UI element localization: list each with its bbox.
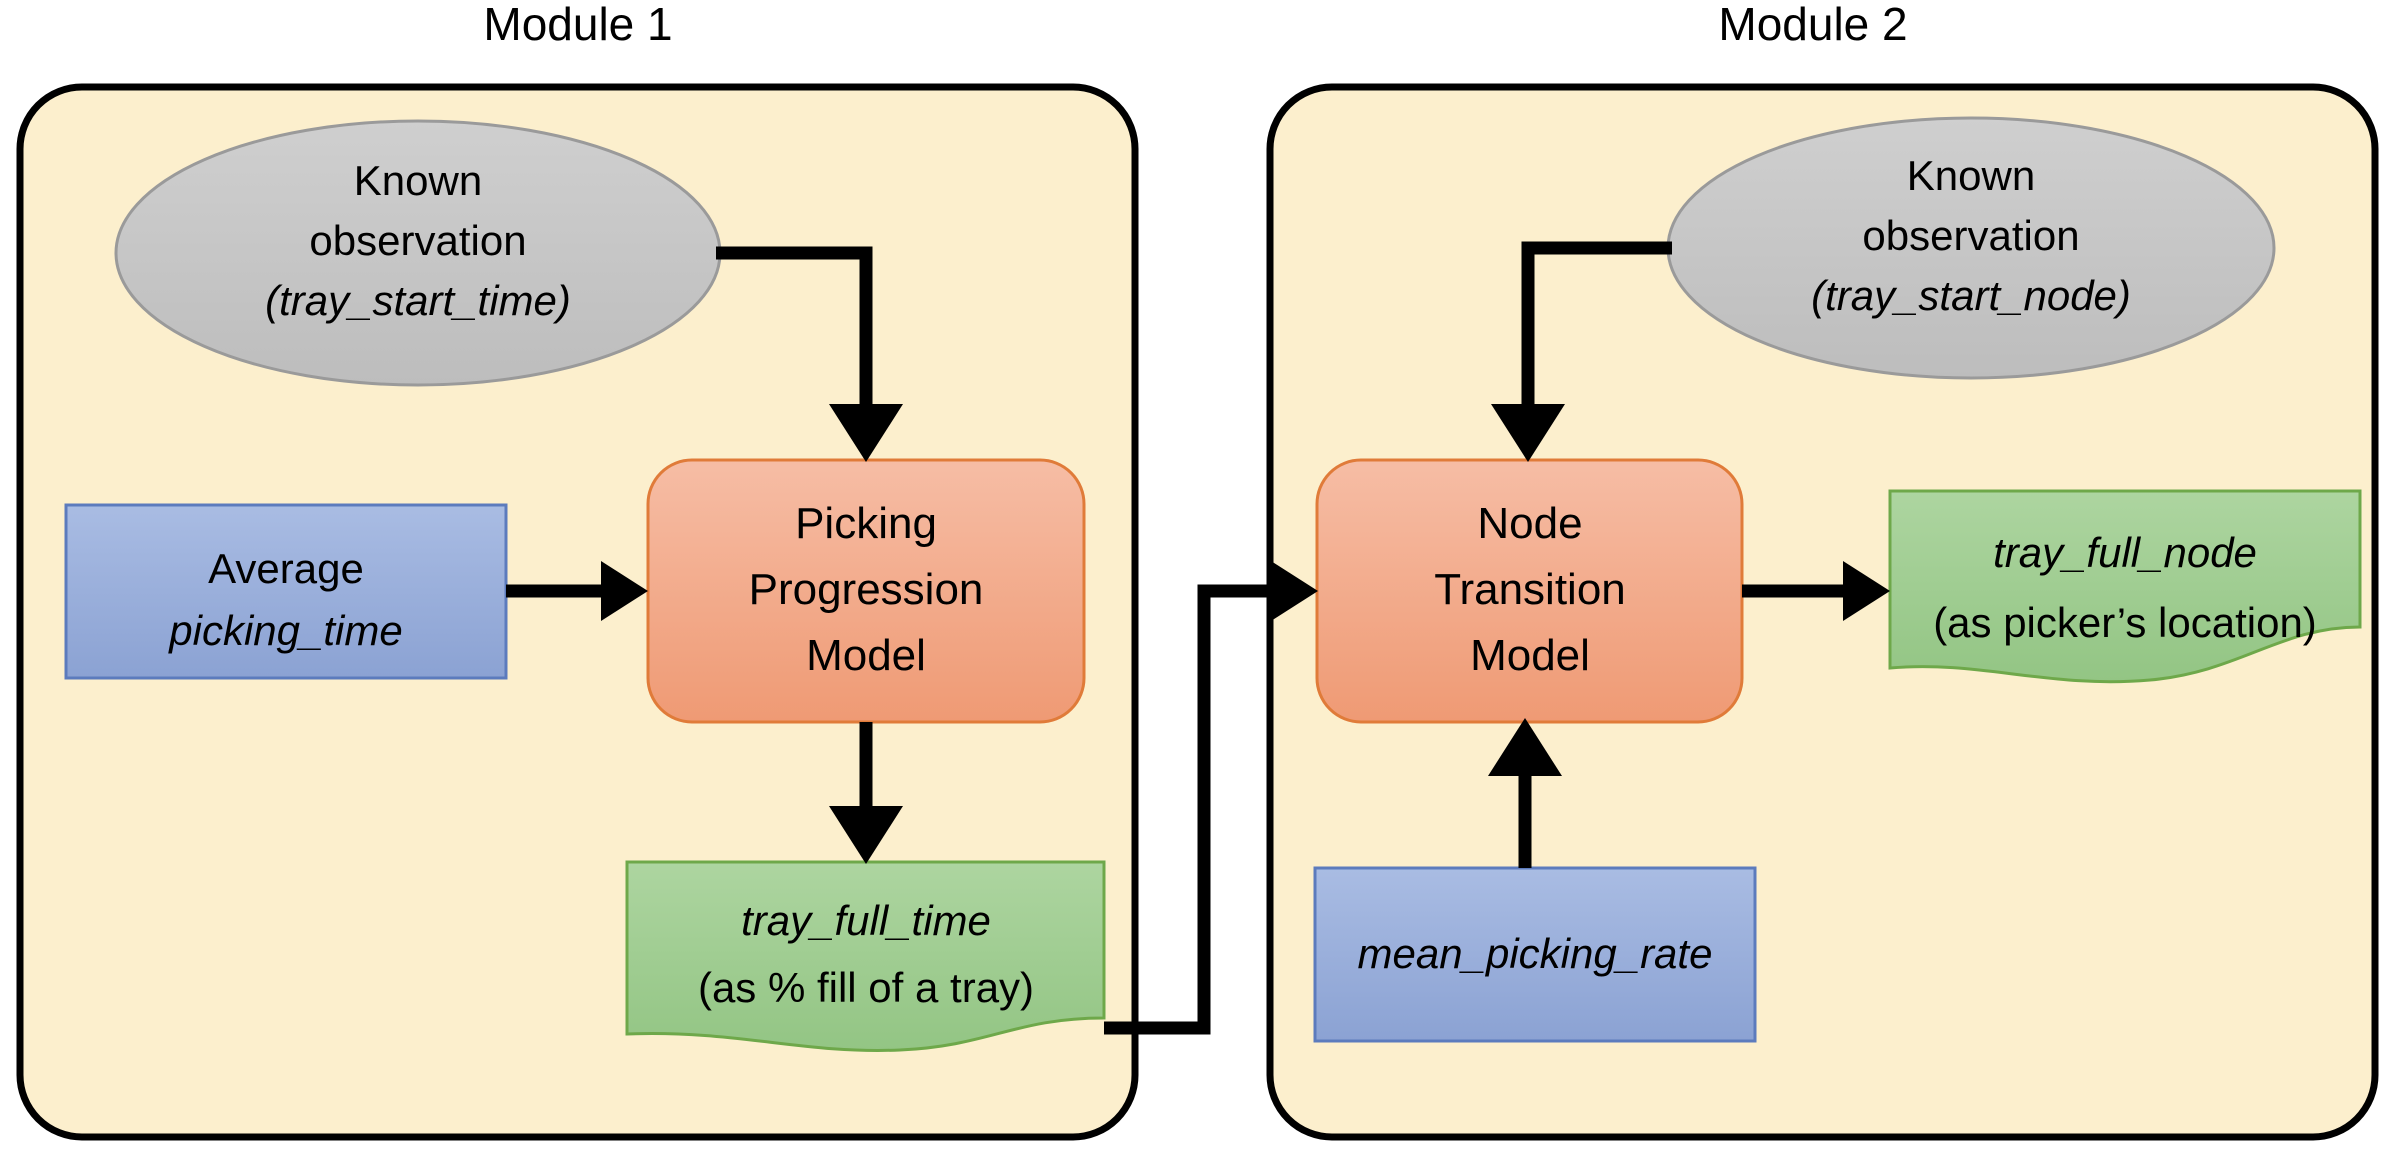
input-line-1: mean_picking_rate <box>1358 930 1713 977</box>
arrow-head <box>829 404 903 462</box>
model-line-2: Progression <box>749 565 984 614</box>
known-observation-line-3: (tray_start_time) <box>265 277 571 324</box>
module-2-output-node[interactable]: tray_full_node (as picker’s location) <box>1888 489 2362 684</box>
arrow-m2-observation-to-model <box>1491 241 1672 462</box>
module-1-input-node[interactable]: Average picking_time <box>64 503 508 680</box>
known-observation-line-1: Known <box>354 157 482 204</box>
module-2-title: Module 2 <box>1718 0 1907 50</box>
arrow-m2-input-to-model <box>1488 718 1562 868</box>
arrow-head <box>601 561 648 621</box>
tray-full-time-document <box>625 860 1106 1052</box>
average-picking-time-box <box>64 503 508 680</box>
model-line-2: Transition <box>1434 565 1626 614</box>
arrow-line <box>1104 584 1280 1035</box>
arrow-head <box>829 806 903 864</box>
tray-full-node-document <box>1888 489 2362 684</box>
mean-picking-rate-box <box>1313 866 1757 1043</box>
arrow-head <box>1488 718 1562 776</box>
arrow-head <box>1271 561 1318 621</box>
arrow-line <box>716 246 873 426</box>
model-line-1: Node <box>1477 499 1582 548</box>
model-line-1: Picking <box>795 499 937 548</box>
module-2-known-observation-node[interactable]: Known observation (tray_start_node) <box>1666 116 2276 380</box>
module-2-group: Module 2 Known observation (tray_start_n… <box>1266 0 2379 1141</box>
known-observation-line-1: Known <box>1907 152 2035 199</box>
arrow-m1-observation-to-model <box>716 246 903 462</box>
arrow-head <box>1843 561 1890 621</box>
output-line-1: tray_full_node <box>1993 529 2257 576</box>
arrow-m1-model-to-output <box>829 722 903 864</box>
input-line-2: picking_time <box>167 607 402 654</box>
arrow-line <box>1521 241 1672 426</box>
module-2-model-node[interactable]: Node Transition Model <box>1315 458 1744 724</box>
known-observation-line-2: observation <box>309 217 526 264</box>
model-line-3: Model <box>806 631 926 680</box>
module-1-group: Module 1 Known observation (tray_start_t… <box>16 0 1139 1141</box>
arrow-head <box>1491 404 1565 462</box>
arrow-m1-input-to-model <box>506 561 648 621</box>
arrow-m2-model-to-output <box>1742 561 1890 621</box>
output-line-2: (as picker’s location) <box>1933 599 2317 646</box>
module-1-output-node[interactable]: tray_full_time (as % fill of a tray) <box>625 860 1106 1052</box>
output-line-1: tray_full_time <box>741 897 991 944</box>
output-line-2: (as % fill of a tray) <box>698 964 1034 1011</box>
module-1-known-observation-node[interactable]: Known observation (tray_start_time) <box>114 119 722 387</box>
arrow-module1-output-to-module2-model <box>1104 561 1318 1035</box>
known-observation-line-3: (tray_start_node) <box>1811 272 2131 319</box>
module-2-input-node[interactable]: mean_picking_rate <box>1313 866 1757 1043</box>
known-observation-line-2: observation <box>1862 212 2079 259</box>
model-line-3: Model <box>1470 631 1590 680</box>
module-1-title: Module 1 <box>483 0 672 50</box>
module-1-model-node[interactable]: Picking Progression Model <box>646 458 1086 724</box>
input-line-1: Average <box>208 545 364 592</box>
